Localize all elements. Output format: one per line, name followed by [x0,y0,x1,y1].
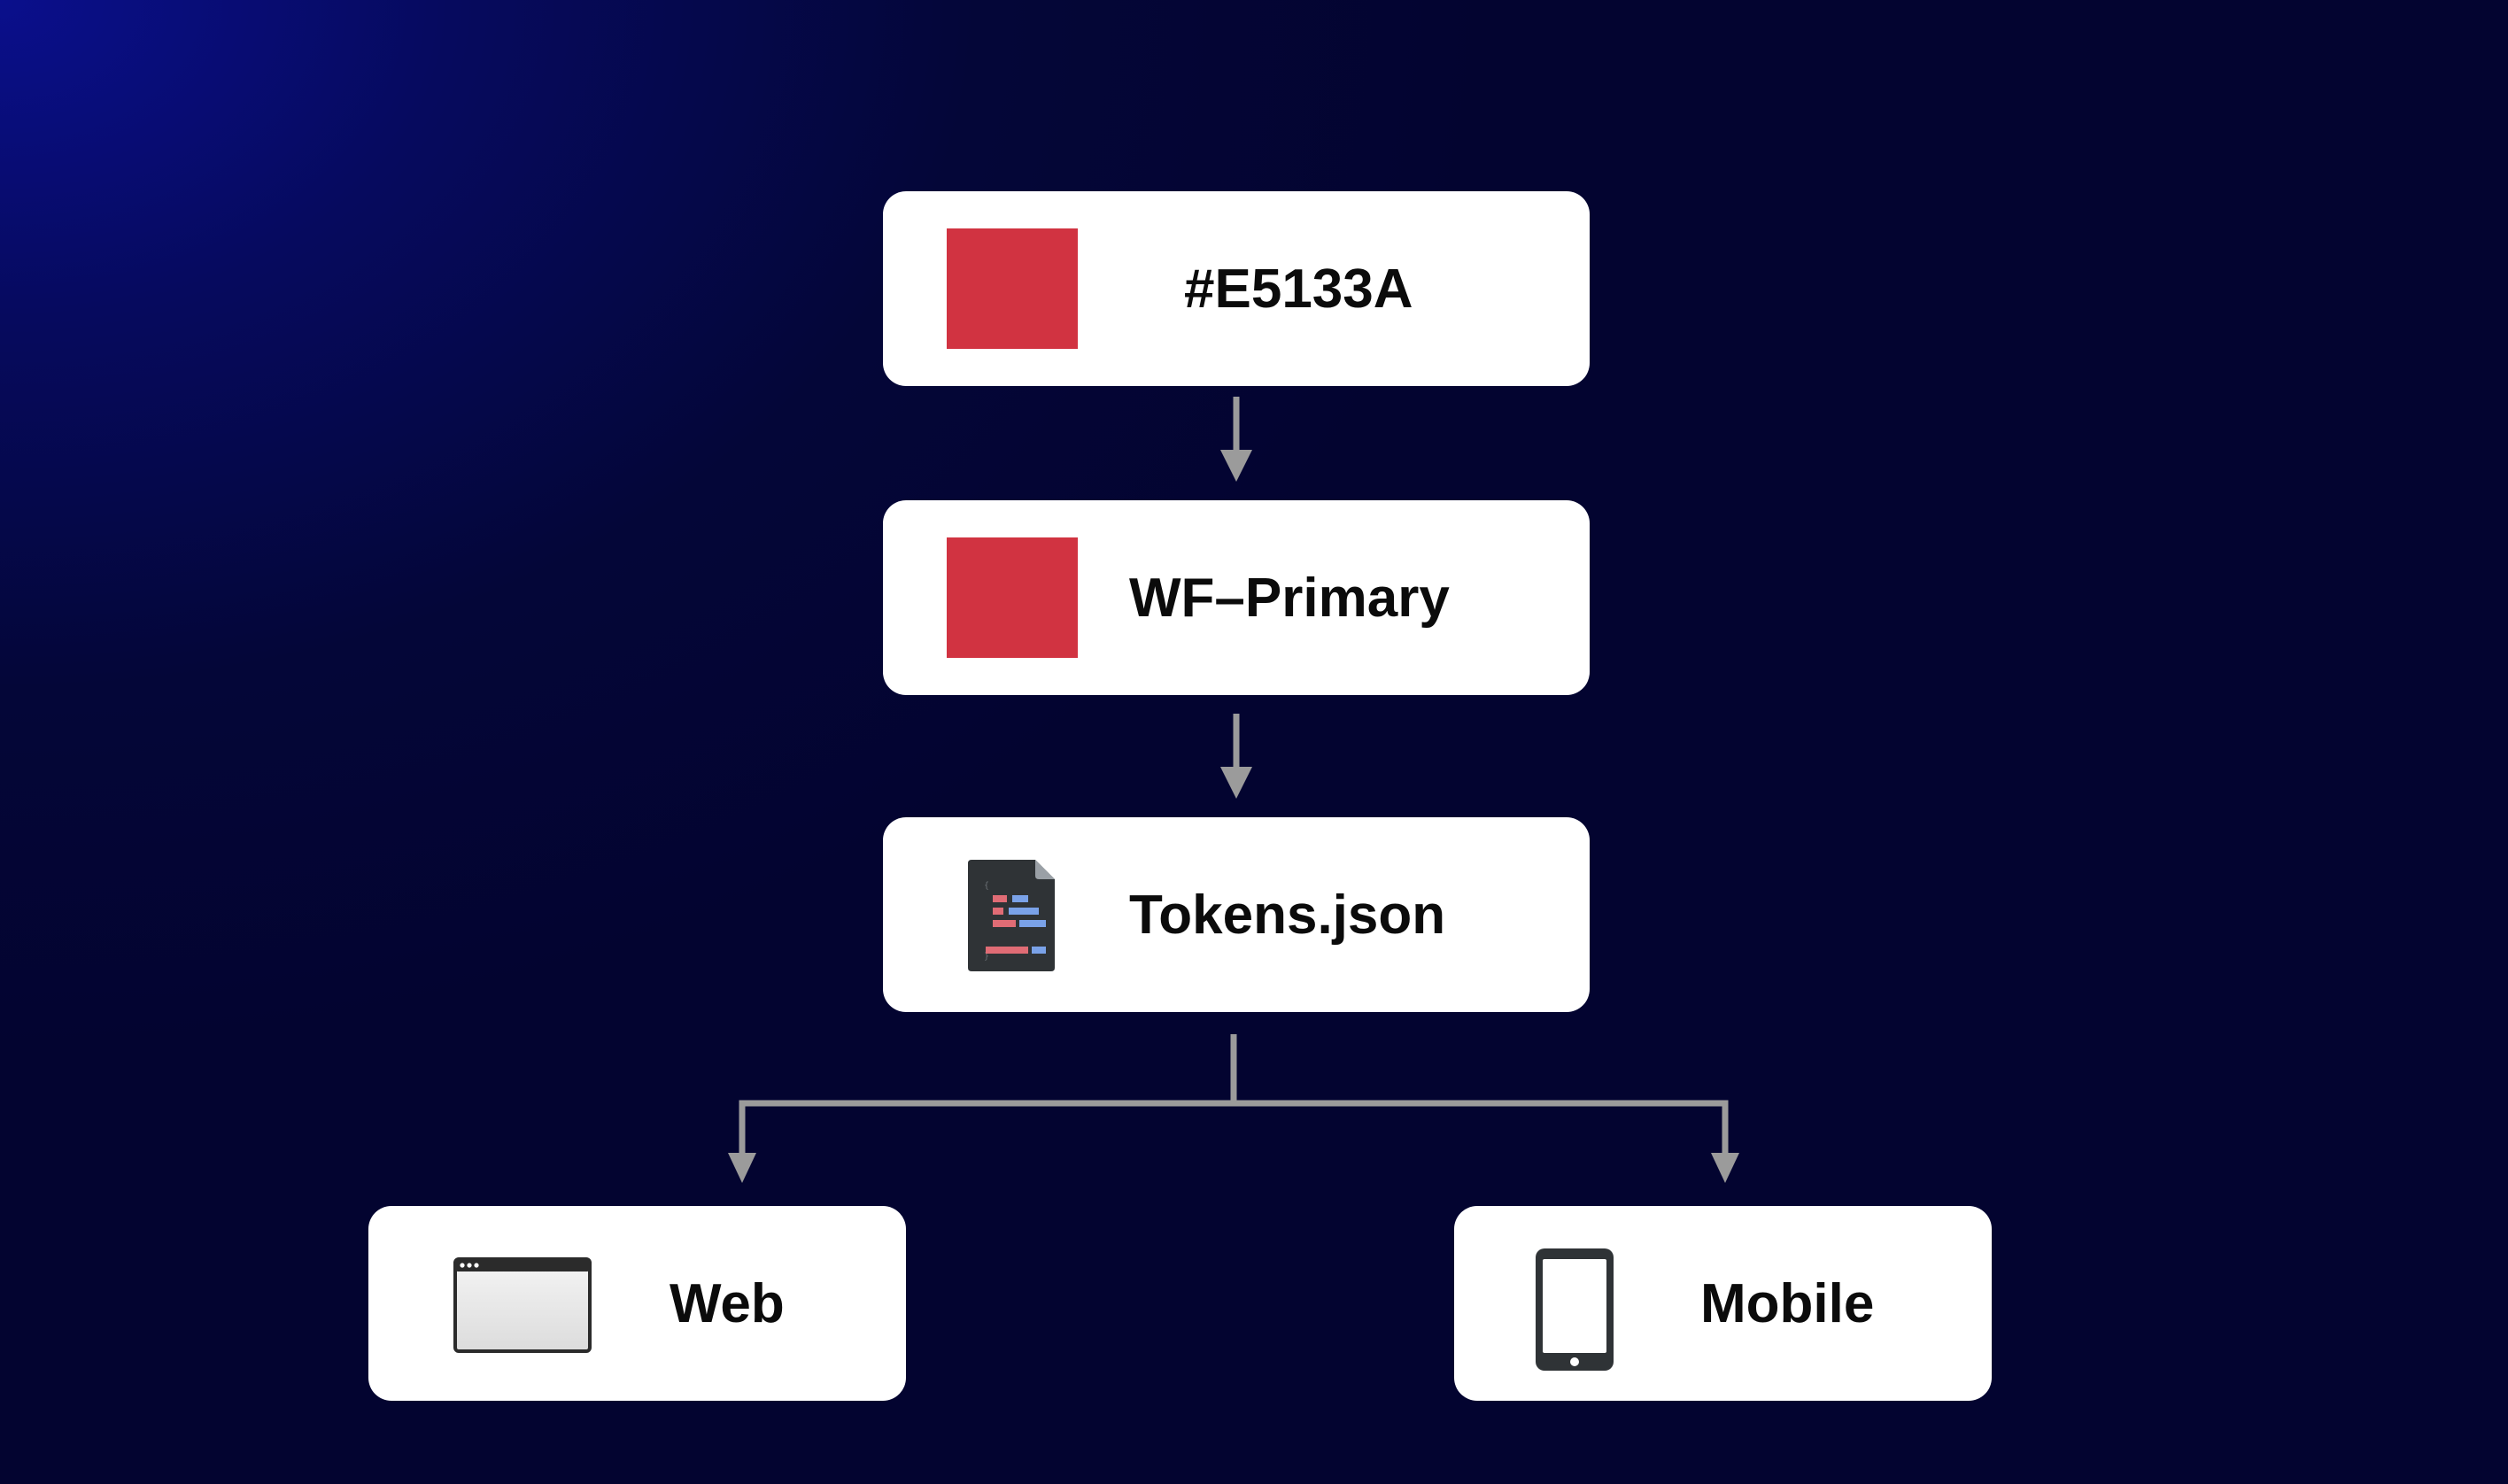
hex-value-label: #E5133A [1184,258,1413,320]
arrowhead-token [1220,450,1252,482]
color-swatch [947,537,1078,658]
hex-value-node[interactable]: #E5133A [883,191,1590,386]
token-name-node[interactable]: WF–Primary [883,500,1590,695]
mobile-label: Mobile [1700,1272,1875,1334]
browser-window-icon [453,1257,592,1353]
arrowhead-web [728,1153,756,1183]
color-swatch [947,228,1078,349]
token-name-label: WF–Primary [1129,567,1450,629]
connector-file-split [739,1034,1237,1158]
mobile-phone-icon [1536,1248,1614,1371]
connector-file-to-mobile [1234,1100,1729,1158]
json-file-icon: { } [968,860,1055,971]
svg-text:}: } [984,952,989,962]
svg-text:{: { [984,881,989,891]
web-label: Web [670,1272,785,1334]
web-node[interactable]: Web [368,1206,906,1401]
tokens-file-node[interactable]: { } Tokens.json [883,817,1590,1012]
tokens-file-label: Tokens.json [1129,884,1446,946]
arrowhead-mobile [1711,1153,1739,1183]
arrowhead-file [1220,767,1252,799]
mobile-node[interactable]: Mobile [1454,1206,1992,1401]
